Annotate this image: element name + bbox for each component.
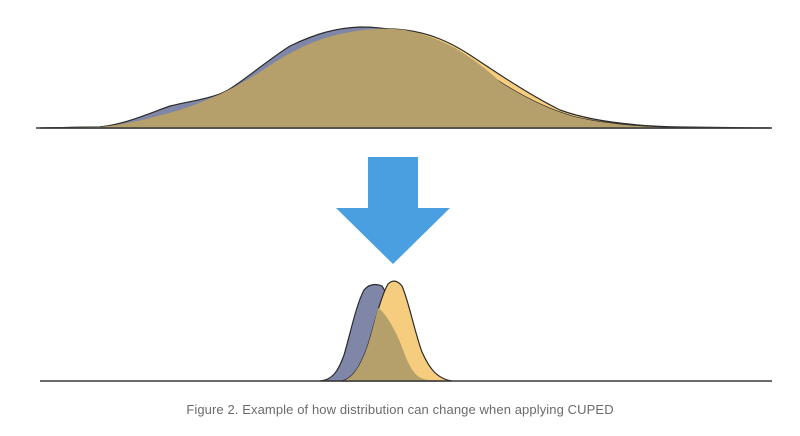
wide-distribution-overlap bbox=[40, 28, 770, 128]
figure-caption: Figure 2. Example of how distribution ca… bbox=[186, 402, 614, 417]
narrow-distribution-overlap bbox=[342, 308, 436, 381]
cuped-distribution-figure bbox=[36, 26, 772, 382]
after-cuped-distributions bbox=[40, 280, 772, 382]
arrow-down-icon bbox=[336, 157, 450, 264]
before-cuped-distributions bbox=[36, 26, 772, 129]
